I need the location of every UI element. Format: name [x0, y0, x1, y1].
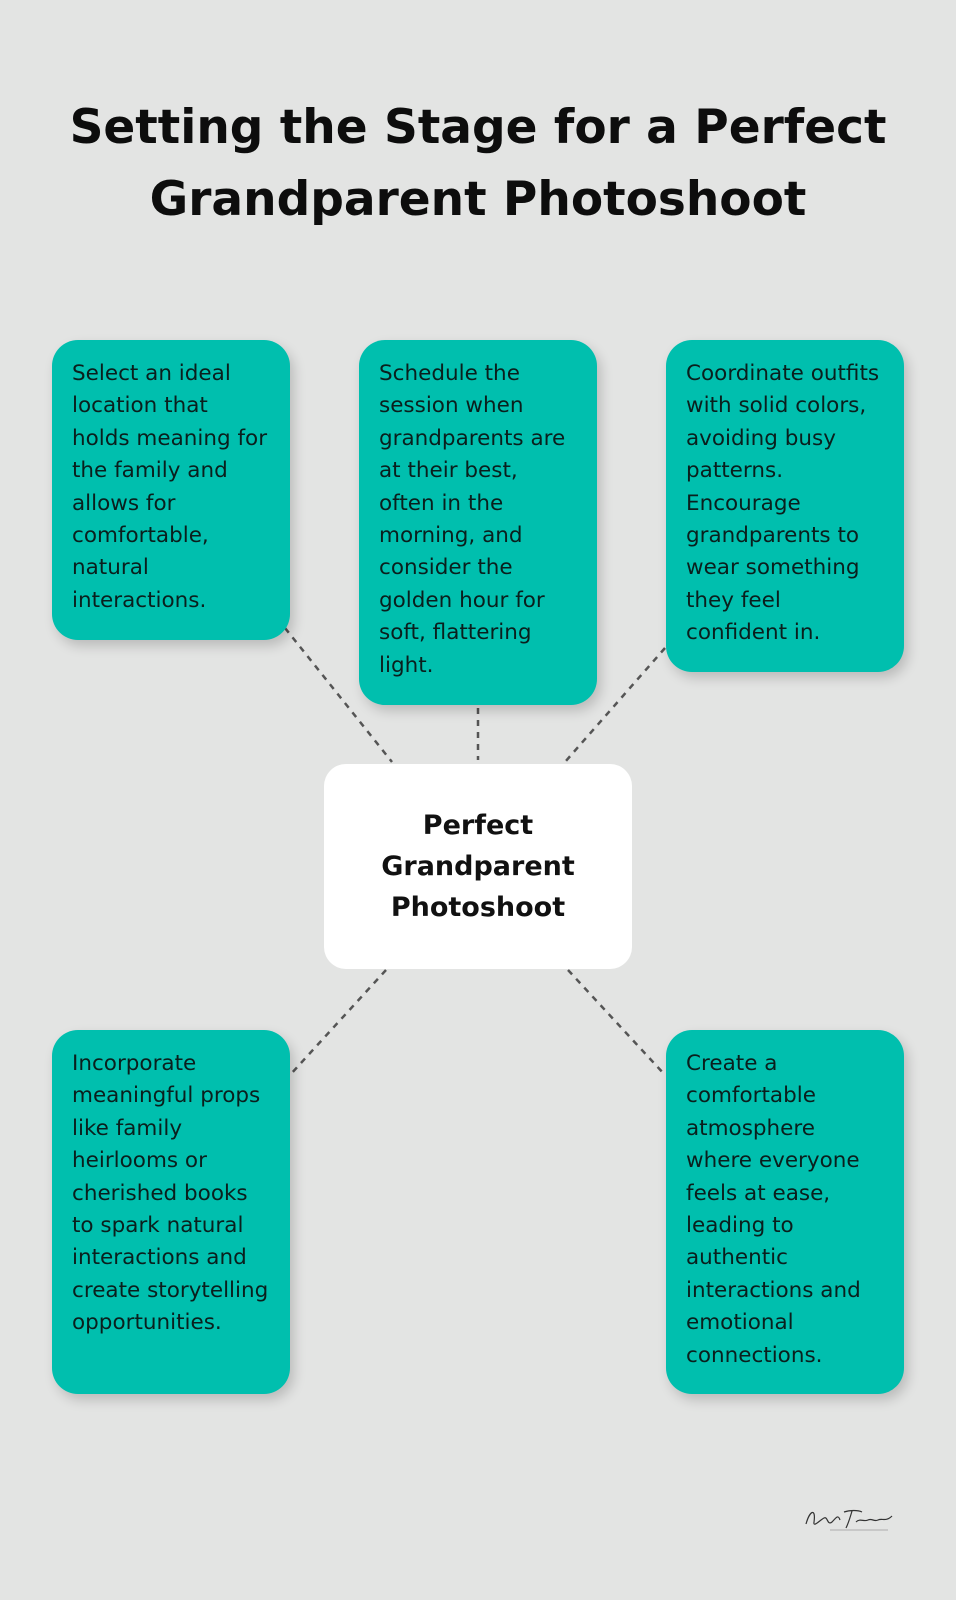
idea-card-text: Schedule the session when grandparents a… [379, 361, 566, 678]
idea-card-text: Select an ideal location that holds mean… [72, 361, 268, 613]
connector-bottom-right [567, 969, 666, 1076]
diagram-title: Setting the Stage for a Perfect Grandpar… [69, 100, 887, 227]
idea-card-atmosphere: Create a comfortable atmosphere where ev… [666, 1030, 904, 1394]
center-node: Perfect Grandparent Photoshoot [324, 764, 632, 969]
connector-top-right [564, 647, 666, 763]
center-node-text: Perfect Grandparent Photoshoot [381, 810, 575, 923]
idea-card-location: Select an ideal location that holds mean… [52, 340, 290, 640]
idea-card-schedule: Schedule the session when grandparents a… [359, 340, 597, 705]
idea-card-text: Incorporate meaningful props like family… [72, 1051, 269, 1336]
idea-card-text: Coordinate outfits with solid colors, av… [686, 361, 880, 646]
connector-bottom-left [289, 969, 387, 1076]
idea-card-props: Incorporate meaningful props like family… [52, 1030, 290, 1394]
idea-card-outfits: Coordinate outfits with solid colors, av… [666, 340, 904, 672]
signature-logo [805, 1509, 893, 1531]
idea-card-text: Create a comfortable atmosphere where ev… [686, 1051, 861, 1368]
connector-top-left [284, 627, 393, 763]
